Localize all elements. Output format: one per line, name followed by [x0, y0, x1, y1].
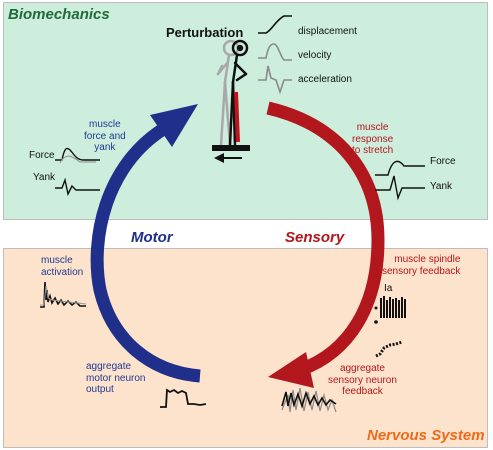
nervous-system-panel — [3, 248, 488, 448]
muscle-activation-trace — [40, 281, 86, 308]
sensory-arc — [266, 101, 385, 377]
acceleration-trace — [258, 65, 292, 95]
muscle-activation-ghost — [40, 285, 87, 306]
sensory-yank-trace — [375, 175, 425, 201]
sensory-label: Sensory — [285, 229, 345, 246]
motor-label: Motor — [131, 229, 173, 246]
motor-arrowhead — [150, 104, 198, 147]
motor-neuron-output-trace — [160, 388, 207, 408]
motor-yank-trace — [55, 177, 100, 197]
displacement-trace — [258, 15, 292, 34]
biomechanics-title: Biomechanics — [8, 6, 110, 23]
leg-muscle — [234, 91, 240, 143]
sensory-force-label: Force — [430, 156, 456, 167]
muscle-activation-label: muscle activation — [41, 255, 84, 278]
sensory-force-trace — [375, 160, 425, 176]
displacement-label: displacement — [298, 26, 357, 37]
muscle-spindle-label: muscle spindle sensory feedback — [382, 254, 461, 277]
velocity-label: velocity — [298, 50, 332, 61]
platform-arrow-head — [214, 153, 224, 163]
stick-figure — [228, 39, 249, 147]
sensory-neuron-feedback-trace — [281, 390, 337, 409]
ia-label: Ia — [384, 283, 393, 294]
muscle-spindle-secondary-trace — [375, 340, 403, 358]
muscle-spindle-ia-trace — [374, 296, 406, 324]
motor-yank-label: Yank — [33, 172, 56, 183]
muscle-force-yank-label: muscle force and yank — [84, 119, 126, 153]
motor-force-trace — [55, 147, 100, 161]
muscle-response-label: muscle response to stretch — [352, 122, 394, 156]
motor-arc — [90, 122, 201, 383]
sensory-yank-label: Yank — [430, 181, 453, 192]
biomechanics-panel — [3, 2, 488, 220]
sensory-arrowhead — [268, 352, 314, 388]
motor-force-label: Force — [29, 150, 55, 161]
nervous-system-title: Nervous System — [367, 427, 485, 444]
velocity-trace — [258, 43, 292, 61]
motor-neuron-output-label: aggregate motor neuron output — [86, 361, 146, 395]
motor-force-ghost — [59, 155, 96, 164]
platform — [212, 145, 250, 151]
acceleration-label: acceleration — [298, 74, 352, 85]
sensory-neuron-feedback-label: aggregate sensory neuron feedback — [328, 363, 397, 397]
perturbation-title: Perturbation — [166, 25, 244, 40]
